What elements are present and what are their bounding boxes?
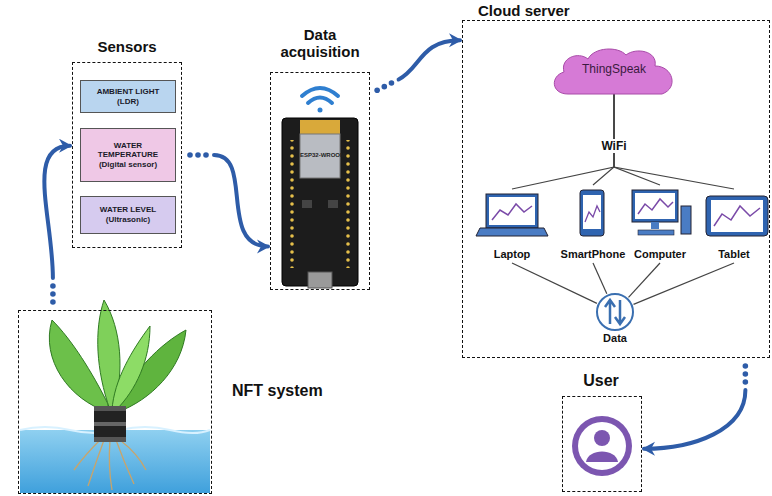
- flow-dot: [382, 84, 388, 90]
- flow-arrow: [44, 146, 70, 305]
- device: Laptop: [476, 192, 548, 260]
- link-label: WiFi: [596, 139, 632, 153]
- node-text: ThingSpeak: [548, 62, 680, 76]
- node-text: AMBIENT LIGHT (LDR): [85, 87, 171, 106]
- flow-dot: [374, 87, 380, 93]
- heading: Cloud server: [478, 2, 570, 19]
- network-link: [512, 263, 597, 303]
- flow-dot: [50, 299, 56, 305]
- user-group: User: [558, 370, 644, 494]
- node-text: WATER LEVEL (Ultrasonic): [85, 205, 171, 224]
- esp32-board: [282, 118, 358, 288]
- flow-dot: [50, 291, 56, 297]
- node-text: WATER TEMPERATURE (Digital sensor): [85, 141, 171, 170]
- tablet-icon: [706, 196, 768, 236]
- nft-group: NFT system: [18, 310, 338, 494]
- circle-outline: [597, 294, 633, 330]
- cloud-service: ThingSpeak: [548, 46, 680, 96]
- flow-dot: [195, 152, 201, 158]
- heading: NFT system: [232, 382, 323, 400]
- sensor-box: WATER TEMPERATURE (Digital sensor): [80, 128, 176, 182]
- user-icon: [572, 416, 632, 476]
- connector-line: [593, 263, 607, 294]
- connector-line: [399, 40, 460, 79]
- sensor-group: SensorsAMBIENT LIGHT (LDR) WATER TEMPERAT…: [72, 38, 182, 248]
- node-text: Computer: [626, 248, 694, 260]
- sensor-box: AMBIENT LIGHT (LDR): [80, 80, 176, 113]
- network-link: [629, 263, 661, 297]
- sensor-box: WATER LEVEL (Ultrasonic): [80, 196, 176, 234]
- heading: User: [558, 372, 644, 390]
- cloud-group: Cloud serverThingSpeakLaptop SmartPhoneCo…: [462, 2, 770, 358]
- data-exchange-icon: [597, 294, 633, 330]
- acquisition-group: Data acquisition: [270, 26, 370, 290]
- connector-line: [214, 155, 268, 246]
- dashed-frame: [18, 310, 212, 494]
- flow-arrow: [187, 152, 268, 246]
- wifi-symbol: [302, 88, 338, 113]
- heading: Data: [597, 332, 633, 344]
- network-link: [614, 93, 734, 189]
- device: Computer: [626, 188, 694, 260]
- dashed-frame: [562, 396, 642, 492]
- flow-dot: [203, 152, 209, 158]
- flow-dot: [743, 363, 749, 369]
- connector-line: [44, 146, 70, 278]
- dashed-frame: [270, 72, 370, 290]
- flow-dot: [187, 152, 193, 158]
- network-link: [634, 263, 735, 304]
- laptop-icon: [476, 194, 548, 236]
- network-link: [593, 263, 607, 294]
- smartphone-icon: [580, 190, 604, 236]
- node-text: SmartPhone: [560, 248, 626, 260]
- connector-line: [512, 263, 597, 303]
- device: Tablet: [700, 192, 768, 260]
- flow-arrow: [644, 363, 748, 449]
- flow-dot: [389, 80, 395, 86]
- connector-line: [644, 390, 745, 449]
- node-text: Tablet: [700, 248, 768, 260]
- connector-line: [634, 263, 735, 304]
- connector-line: [614, 93, 734, 189]
- heading: Data acquisition: [270, 26, 370, 61]
- flow-dot: [50, 283, 56, 289]
- device: SmartPhone: [560, 188, 626, 260]
- connector-line: [629, 263, 661, 297]
- flow-dot: [743, 379, 749, 385]
- computer-icon: [632, 190, 691, 235]
- chip-label: ESP32-WROOM: [300, 152, 340, 158]
- flow-arrow: [374, 40, 460, 93]
- flow-dot: [743, 371, 749, 377]
- heading: Sensors: [72, 38, 182, 55]
- node-text: Laptop: [476, 248, 548, 260]
- nft-plant: [20, 300, 210, 493]
- data-node: Data: [597, 294, 633, 350]
